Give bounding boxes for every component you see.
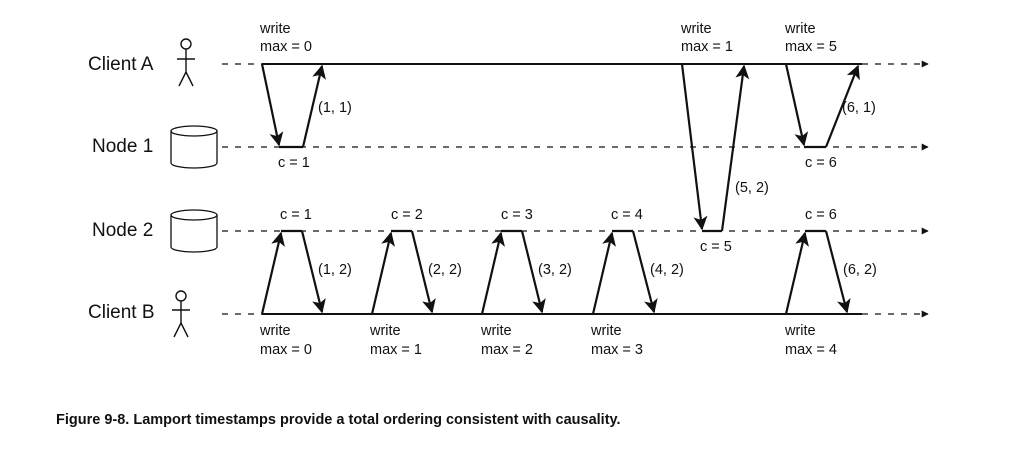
svg-text:max = 0: max = 0 <box>260 39 312 55</box>
message-b-node2-write4 <box>591 229 658 315</box>
message-a-node2-write <box>680 63 750 233</box>
svg-text:max = 0: max = 0 <box>260 342 312 358</box>
message-a-node1-write1 <box>260 63 326 149</box>
timestamp-label: (5, 2) <box>735 180 769 196</box>
svg-text:write: write <box>259 21 291 37</box>
counter-node1: c = 1 <box>278 155 310 171</box>
write-label-b2: write max = 1 <box>369 323 422 358</box>
counter-node2: c = 6 <box>805 207 837 223</box>
message-b-node2-write3 <box>480 229 546 315</box>
write-label-b5: write max = 4 <box>784 323 837 358</box>
svg-text:max = 1: max = 1 <box>681 39 733 55</box>
timestamp-label: (1, 2) <box>318 262 352 278</box>
figure-caption: Figure 9-8. Lamport timestamps provide a… <box>56 412 621 428</box>
svg-text:max = 2: max = 2 <box>481 342 533 358</box>
timestamp-label: (6, 1) <box>842 100 876 116</box>
stick-figure-icon <box>172 290 190 338</box>
counter-node2: c = 4 <box>611 207 643 223</box>
row-label-client-b: Client B <box>88 302 155 323</box>
svg-text:max = 1: max = 1 <box>370 342 422 358</box>
message-b-node2-write5 <box>784 229 851 315</box>
timestamp-label: (6, 2) <box>843 262 877 278</box>
row-label-node-1: Node 1 <box>92 136 153 157</box>
message-a-node1-write2 <box>784 63 860 149</box>
message-b-node2-write2 <box>370 229 436 315</box>
timestamp-label: (4, 2) <box>650 262 684 278</box>
message-b-node2-write1 <box>260 229 326 315</box>
counter-node1: c = 6 <box>805 155 837 171</box>
timestamp-label: (1, 1) <box>318 100 352 116</box>
write-label-a1: write max = 0 <box>259 21 312 55</box>
write-label-a3: write max = 5 <box>784 21 837 55</box>
stick-figure-icon <box>177 38 195 87</box>
timestamp-label: (3, 2) <box>538 262 572 278</box>
svg-text:max = 4: max = 4 <box>785 342 837 358</box>
svg-text:max = 5: max = 5 <box>785 39 837 55</box>
svg-text:write: write <box>784 21 816 37</box>
database-cylinder-icon <box>170 209 218 253</box>
counter-node2: c = 5 <box>700 239 732 255</box>
counter-node2: c = 1 <box>280 207 312 223</box>
counter-node2: c = 3 <box>501 207 533 223</box>
row-label-node-2: Node 2 <box>92 220 153 241</box>
write-label-b1: write max = 0 <box>259 323 312 358</box>
write-label-b4: write max = 3 <box>590 323 643 358</box>
svg-text:write: write <box>590 323 622 339</box>
write-label-a2: write max = 1 <box>680 21 733 55</box>
svg-text:write: write <box>259 323 291 339</box>
timestamp-label: (2, 2) <box>428 262 462 278</box>
svg-text:write: write <box>480 323 512 339</box>
svg-text:max = 3: max = 3 <box>591 342 643 358</box>
svg-text:write: write <box>784 323 816 339</box>
svg-text:write: write <box>369 323 401 339</box>
row-label-client-a: Client A <box>88 54 154 75</box>
counter-node2: c = 2 <box>391 207 423 223</box>
write-label-b3: write max = 2 <box>480 323 533 358</box>
svg-text:write: write <box>680 21 712 37</box>
database-cylinder-icon <box>170 125 218 169</box>
